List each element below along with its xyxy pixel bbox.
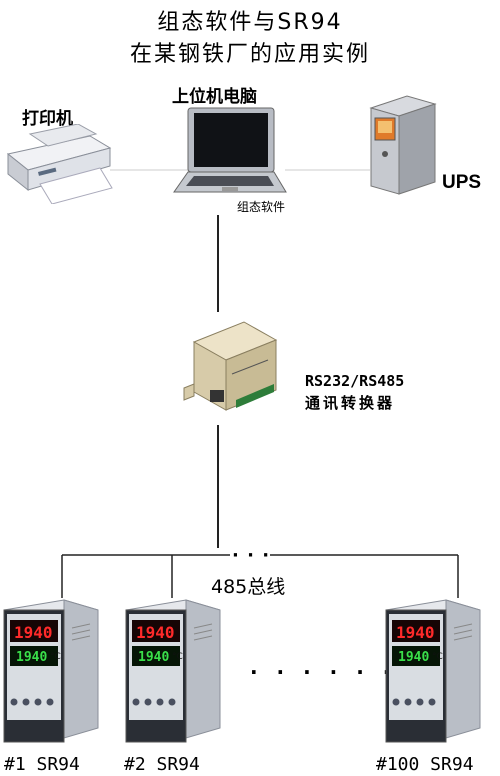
bus-label: 485总线 [209, 572, 288, 599]
controller-100-label: #100 SR94 [376, 754, 474, 775]
printer-label: 打印机 [22, 109, 73, 129]
svg-text:°C: °C [172, 652, 183, 662]
pv-display: 1940 [396, 623, 435, 642]
pc-label: 上位机电脑 [172, 87, 257, 107]
sv-display: 1940 [138, 650, 169, 665]
controller-2-label: #2 SR94 [124, 754, 200, 775]
svg-text:°C: °C [50, 652, 61, 662]
diagram-title-line1: 组态软件与SR94 [157, 10, 343, 35]
printer-icon [0, 124, 115, 204]
pv-display: 1940 [14, 623, 53, 642]
controller-1: 1940 1940 °C [2, 598, 100, 748]
ups-label: UPS [442, 172, 482, 193]
svg-text:°C: °C [432, 652, 443, 662]
controller-1-label: #1 SR94 [4, 754, 80, 775]
controller-100: 1940 1940 °C [384, 598, 482, 748]
software-label: 组态软件 [237, 200, 286, 214]
diagram-title-line2: 在某钢铁厂的应用实例 [129, 42, 370, 67]
controller-2: 1940 1940 °C [124, 598, 222, 748]
laptop-icon [172, 106, 287, 198]
converter-icon [180, 318, 280, 424]
converter-label-line2: 通讯转换器 [305, 394, 396, 412]
sv-display: 1940 [398, 650, 429, 665]
ups-icon [367, 94, 439, 196]
more-devices-ellipsis: · · · · · · [250, 660, 397, 684]
converter-label-line1: RS232/RS485 [305, 372, 405, 390]
bus-ellipsis: · · · [232, 545, 271, 566]
pv-display: 1940 [136, 623, 175, 642]
sv-display: 1940 [16, 650, 47, 665]
